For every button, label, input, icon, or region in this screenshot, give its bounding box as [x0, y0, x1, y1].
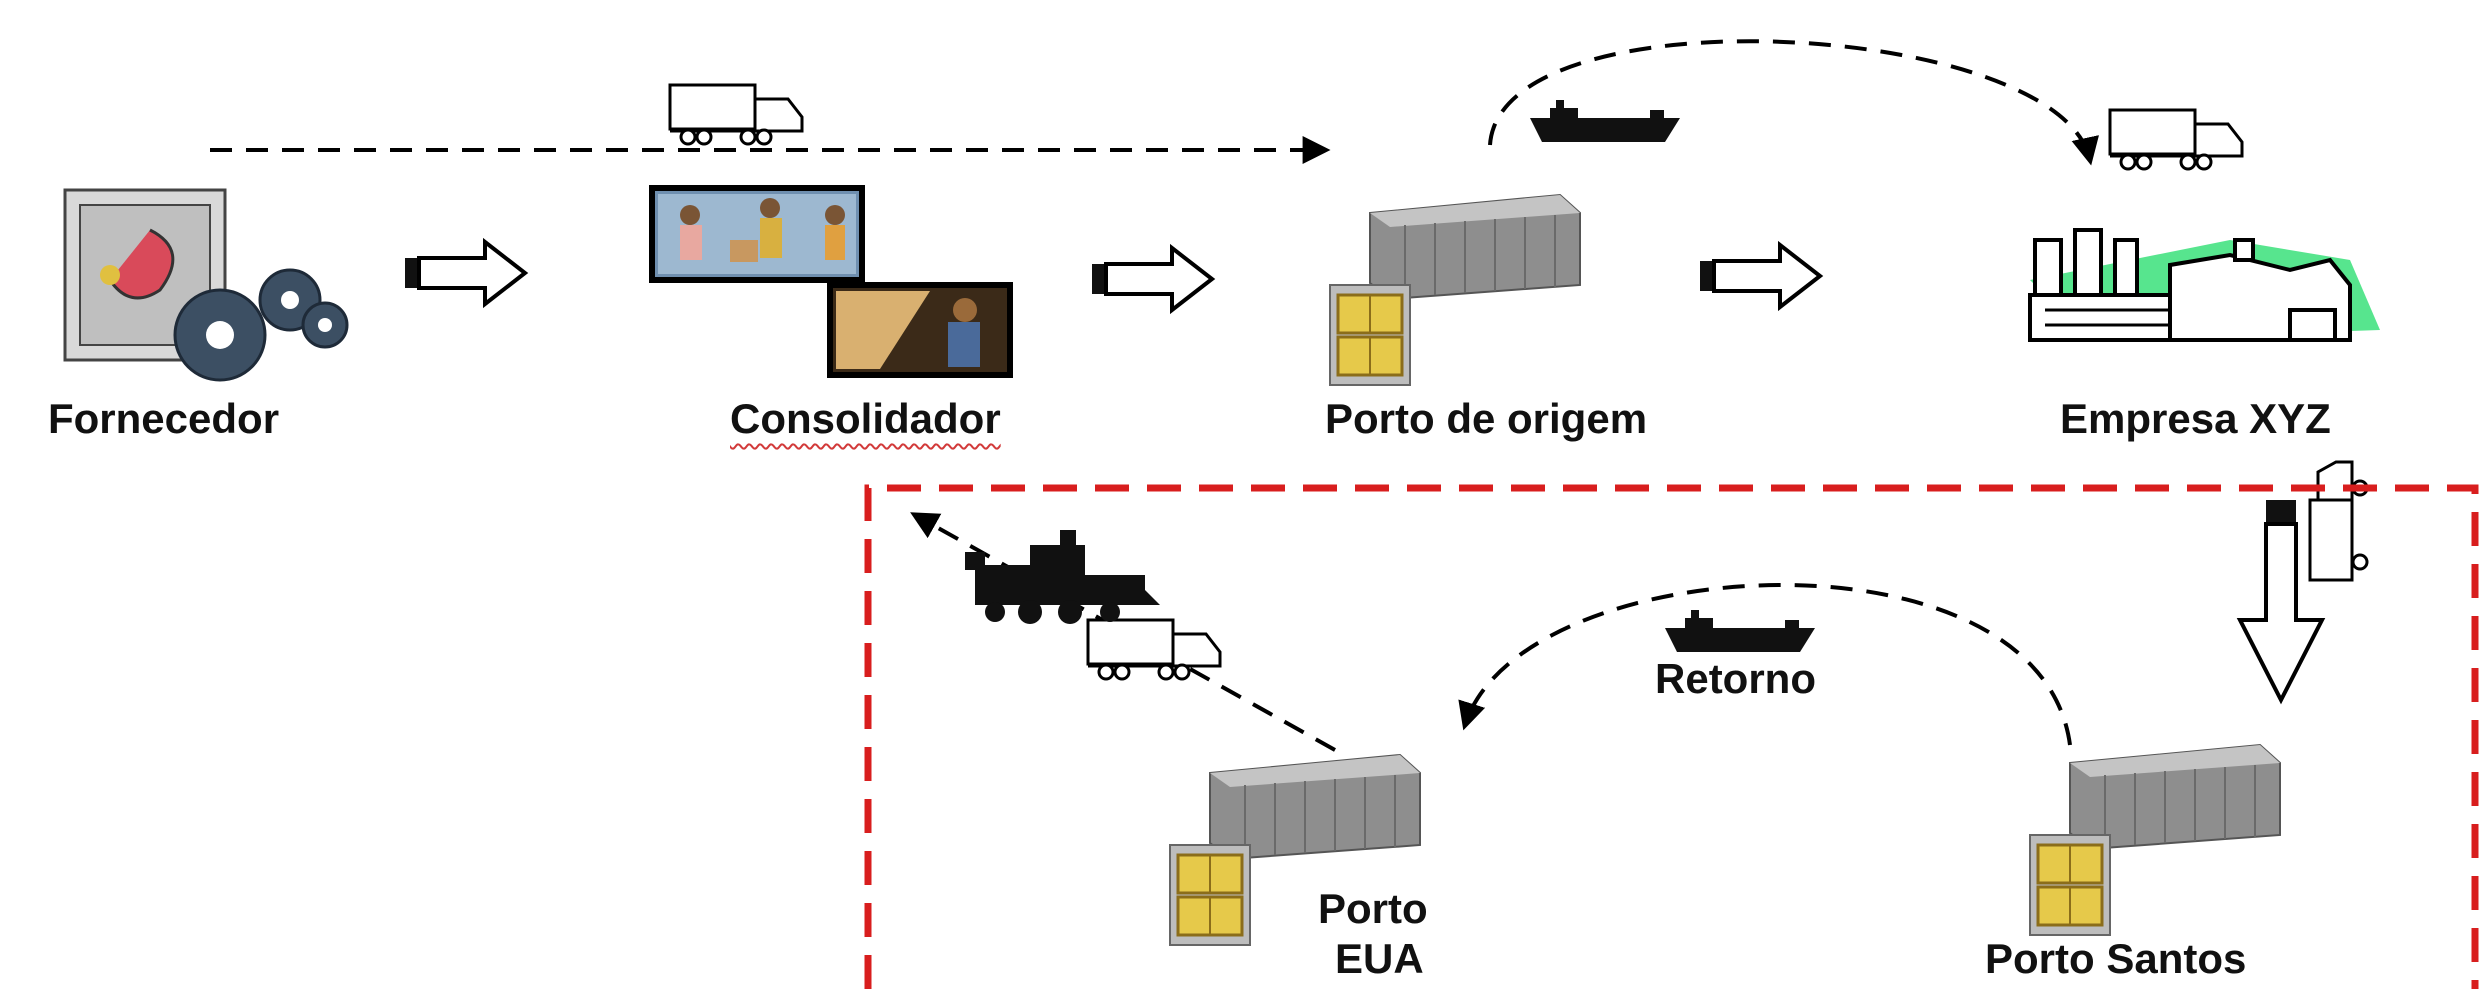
factory-icon	[2028, 228, 2380, 342]
label-consolidador: Consolidador	[730, 395, 1001, 442]
flow-arrow-right	[1090, 246, 1214, 312]
label-porto-eua-line1: Porto	[1318, 885, 1428, 932]
workers-loading-icon	[649, 185, 1013, 378]
truck-icon	[2108, 108, 2244, 171]
label-fornecedor: Fornecedor	[48, 395, 280, 442]
return-flow-region	[864, 484, 2479, 989]
ship-icon	[1665, 610, 1815, 652]
dashed-route-sea	[1488, 39, 2099, 166]
truck-icon	[668, 83, 804, 146]
flow-arrow-right	[403, 240, 527, 306]
train-icon	[965, 530, 1160, 624]
label-retorno: Retorno	[1655, 655, 1816, 702]
flow-arrow-right	[1698, 243, 1822, 309]
label-empresa-xyz: Empresa XYZ	[2060, 395, 2331, 442]
truck-icon	[1086, 618, 1222, 681]
supplier-machinery-icon	[63, 188, 349, 382]
label-porto-santos: Porto Santos	[1985, 935, 2247, 982]
shipping-container-icon	[2028, 743, 2282, 937]
shipping-container-icon	[1328, 193, 1582, 387]
label-porto-eua-line2: EUA	[1335, 935, 1424, 982]
flow-arrow-down	[2236, 500, 2326, 705]
truck-icon	[2308, 460, 2369, 582]
ship-icon	[1530, 100, 1680, 142]
label-porto-de-origem: Porto de origem	[1325, 395, 1648, 442]
dashed-route-return	[1458, 583, 2072, 746]
